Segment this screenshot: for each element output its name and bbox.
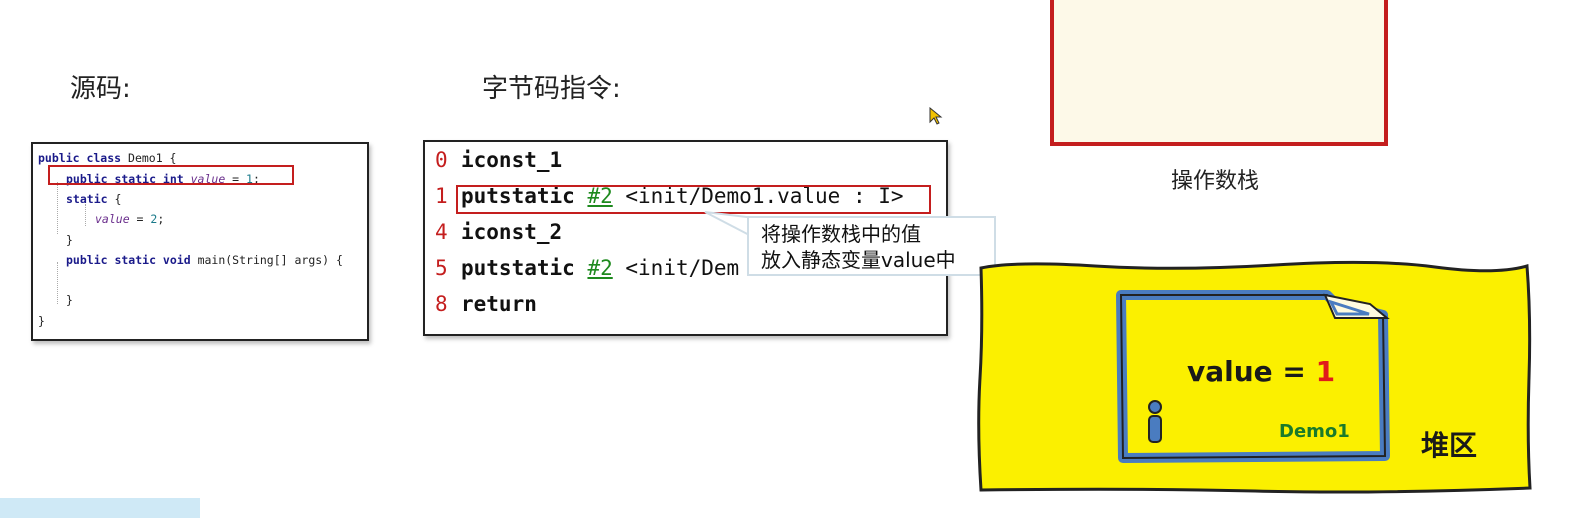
- source-line-9: }: [38, 314, 45, 328]
- callout-box: 将操作数栈中的值 放入静态变量value中: [747, 216, 996, 276]
- callout-line-1: 将操作数栈中的值: [761, 221, 994, 247]
- source-line-1: public class Demo1 {: [38, 151, 176, 165]
- source-line-5: }: [66, 233, 73, 247]
- source-highlight-box: [48, 165, 294, 185]
- operand-stack-label: 操作数栈: [1171, 163, 1259, 195]
- source-code-panel: public class Demo1 { public static int v…: [31, 142, 369, 341]
- heap-label: 堆区: [1421, 424, 1477, 464]
- mouse-cursor-icon: [929, 107, 945, 127]
- callout-line-2: 放入静态变量value中: [761, 247, 994, 273]
- bottom-strip: [0, 498, 200, 518]
- source-heading: 源码:: [70, 68, 131, 105]
- bytecode-heading: 字节码指令:: [482, 68, 621, 105]
- source-line-6: public static void main(String[] args) {: [66, 253, 343, 267]
- info-icon: [1149, 401, 1161, 442]
- bytecode-highlight-box: [456, 185, 931, 214]
- source-line-4: value = 2;: [95, 212, 164, 226]
- operand-stack-box: [1050, 0, 1388, 146]
- heap-value-text: value = 1: [1187, 355, 1335, 388]
- heap-class-name: Demo1: [1279, 421, 1350, 442]
- source-line-8: }: [66, 293, 73, 307]
- heap-value-number: 1: [1316, 355, 1335, 388]
- source-line-3: static {: [66, 192, 121, 206]
